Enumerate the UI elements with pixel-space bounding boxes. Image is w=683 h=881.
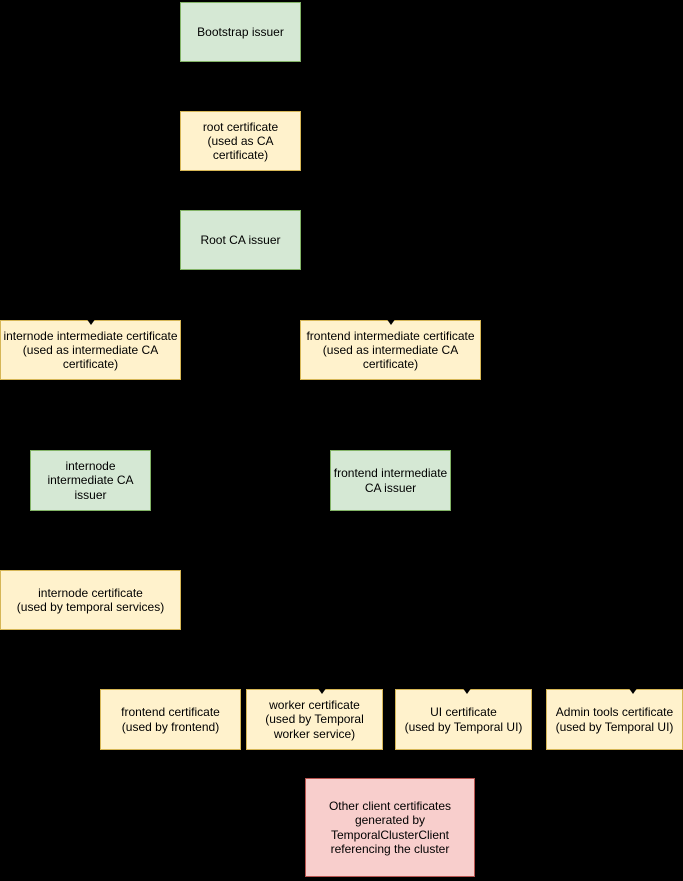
internode-intermediate-ca-issuer-node: internode intermediate CA issuer	[30, 450, 151, 511]
arrowhead-icon	[462, 687, 472, 694]
admin-tools-certificate-label: Admin tools certificate (used by Tempora…	[555, 705, 674, 734]
frontend-intermediate-ca-issuer-node: frontend intermediate CA issuer	[330, 450, 451, 511]
other-client-certificates-node: Other client certificates generated by T…	[305, 778, 475, 877]
worker-certificate-node: worker certificate (used by Temporal wor…	[246, 687, 383, 750]
internode-intermediate-certificate-node: internode intermediate certificate (used…	[0, 318, 181, 380]
root-ca-issuer-node: Root CA issuer	[180, 210, 301, 270]
frontend-intermediate-ca-issuer-label: frontend intermediate CA issuer	[333, 466, 448, 495]
root-certificate-node: root certificate (used as CA certificate…	[180, 111, 301, 171]
frontend-certificate-label: frontend certificate (used by frontend)	[121, 705, 220, 734]
arrowhead-icon	[386, 318, 396, 325]
frontend-certificate-node: frontend certificate (used by frontend)	[100, 689, 241, 750]
frontend-intermediate-certificate-label: frontend intermediate certificate (used …	[306, 328, 475, 372]
arrowhead-icon	[628, 687, 638, 694]
bootstrap-issuer-label: Bootstrap issuer	[197, 24, 284, 39]
root-certificate-label: root certificate (used as CA certificate…	[202, 119, 279, 163]
bootstrap-issuer-node: Bootstrap issuer	[180, 2, 301, 62]
frontend-intermediate-certificate-node: frontend intermediate certificate (used …	[300, 318, 481, 380]
root-ca-issuer-label: Root CA issuer	[200, 232, 281, 247]
internode-intermediate-certificate-label: internode intermediate certificate (used…	[3, 328, 178, 372]
admin-tools-certificate-node: Admin tools certificate (used by Tempora…	[546, 687, 683, 750]
other-client-certificates-label: Other client certificates generated by T…	[328, 799, 452, 856]
internode-certificate-node: internode certificate (used by temporal …	[0, 570, 181, 630]
internode-intermediate-ca-issuer-label: internode intermediate CA issuer	[47, 459, 134, 502]
arrowhead-icon	[317, 687, 327, 694]
ui-certificate-label: UI certificate (used by Temporal UI)	[404, 705, 523, 734]
internode-certificate-label: internode certificate (used by temporal …	[16, 585, 165, 614]
ui-certificate-node: UI certificate (used by Temporal UI)	[395, 687, 532, 750]
arrowhead-icon	[86, 318, 96, 325]
worker-certificate-label: worker certificate (used by Temporal wor…	[265, 698, 364, 741]
